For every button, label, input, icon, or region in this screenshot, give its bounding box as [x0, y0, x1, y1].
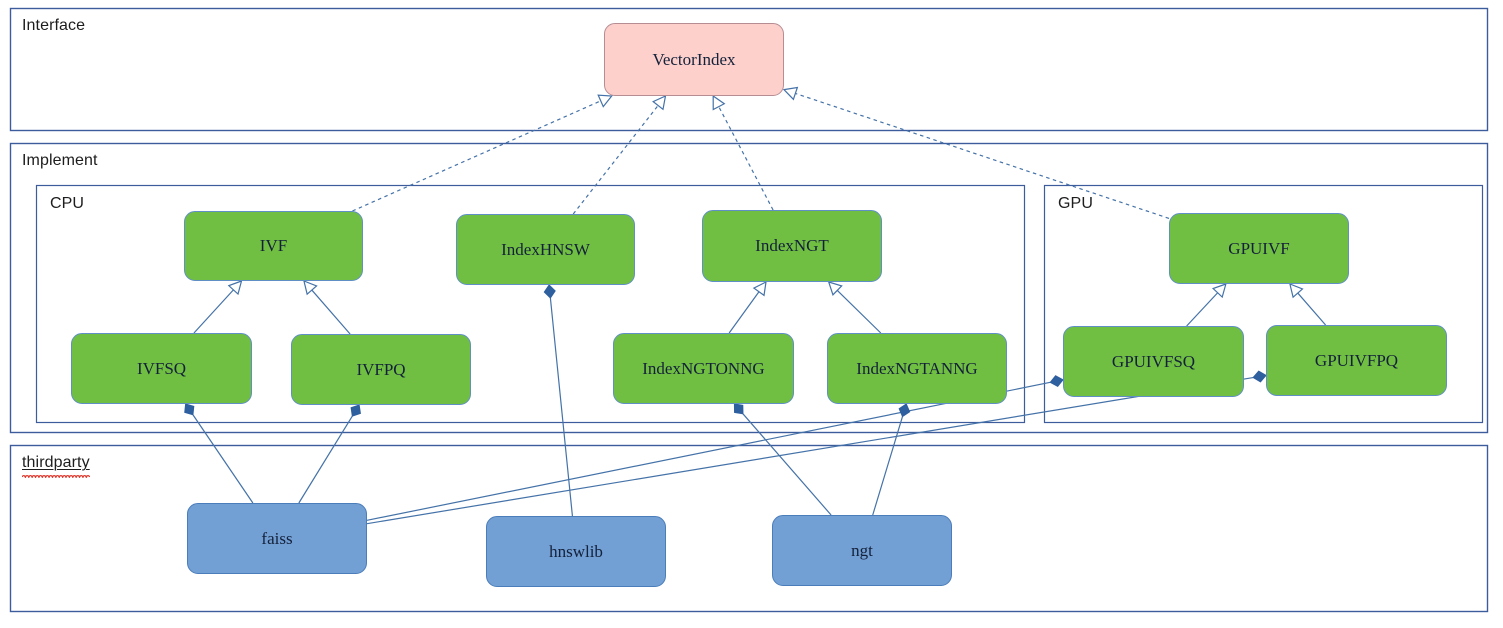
edge-indexngtonng-to-indexngt	[728, 280, 767, 334]
composition-diamond-marker	[1049, 375, 1064, 388]
composition-diamond-marker	[733, 403, 744, 415]
edge-faiss-to-gpuivfsq	[366, 375, 1064, 521]
inheritance-triangle-marker	[827, 281, 843, 296]
edge-ivfsq-to-ivf	[193, 280, 243, 334]
edge-gpuivfpq-to-gpuivf	[1289, 283, 1327, 326]
edge-line	[366, 381, 1051, 521]
inheritance-triangle-marker	[1211, 283, 1227, 299]
edge-line	[836, 289, 882, 334]
inheritance-triangle-marker	[712, 94, 726, 111]
edge-hnswlib-to-indexhnsw	[543, 284, 574, 517]
edge-line	[572, 105, 659, 215]
node-ngt[interactable]: ngt	[772, 515, 952, 586]
edge-indexngt-to-vectorindex	[712, 94, 774, 211]
edge-line	[718, 106, 774, 211]
edge-faiss-to-gpuivfpq	[366, 370, 1267, 525]
composition-diamond-marker	[1252, 370, 1267, 383]
inheritance-triangle-marker	[652, 94, 667, 111]
edge-line	[311, 289, 351, 335]
node-ivfpq[interactable]: IVFPQ	[291, 334, 471, 405]
edge-gpuivfsq-to-gpuivf	[1186, 283, 1227, 327]
node-label-ivfsq: IVFSQ	[136, 358, 187, 378]
edge-ngt-to-indexngtanng	[872, 403, 911, 516]
edge-ngt-to-indexngtonng	[733, 403, 832, 516]
edge-line	[366, 376, 1254, 525]
container-interface	[9, 7, 1489, 132]
inheritance-triangle-marker	[227, 280, 243, 296]
node-indexngtonng[interactable]: IndexNGTONNG	[613, 333, 794, 404]
edge-gpuivf-to-vectorindex	[782, 86, 1170, 219]
edge-line	[549, 297, 574, 517]
edge-line	[1186, 292, 1219, 327]
edge-line	[1297, 292, 1327, 326]
subcontainer-label-gpu: GPU	[1058, 195, 1093, 212]
container-implement	[9, 142, 1489, 434]
container-label-implement: Implement	[22, 152, 98, 169]
node-label-ngt: ngt	[851, 540, 873, 560]
container-thirdparty	[9, 444, 1489, 613]
node-label-indexhnsw: IndexHNSW	[501, 239, 590, 259]
edge-faiss-to-ivfpq	[298, 404, 361, 504]
node-label-ivf: IVF	[259, 236, 288, 256]
edge-line	[192, 414, 254, 504]
container-label-interface: Interface	[22, 17, 86, 34]
node-gpuivfsq[interactable]: GPUIVFSQ	[1063, 326, 1244, 397]
edge-indexngtanng-to-indexngt	[827, 281, 882, 334]
node-faiss[interactable]: faiss	[187, 503, 367, 574]
node-hnswlib[interactable]: hnswlib	[486, 516, 666, 587]
node-indexngt[interactable]: IndexNGT	[702, 210, 882, 282]
edge-faiss-to-ivfsq	[184, 403, 254, 504]
edge-ivfpq-to-ivf	[303, 280, 351, 335]
composition-diamond-marker	[543, 284, 556, 299]
inheritance-triangle-marker	[597, 94, 613, 108]
subcontainer-gpu	[1043, 184, 1484, 424]
inheritance-triangle-marker	[1289, 283, 1304, 299]
node-gpuivfpq[interactable]: GPUIVFPQ	[1266, 325, 1447, 396]
edge-line	[795, 92, 1170, 219]
inheritance-triangle-marker	[303, 280, 318, 296]
node-label-gpuivfpq: GPUIVFPQ	[1314, 350, 1399, 370]
edge-line	[352, 100, 601, 212]
edge-line	[728, 291, 760, 334]
node-gpuivf[interactable]: GPUIVF	[1169, 213, 1349, 284]
subcontainer-cpu	[35, 184, 1026, 424]
edge-line	[742, 413, 832, 516]
node-vectorindex[interactable]: VectorIndex	[604, 23, 784, 96]
node-label-hnswlib: hnswlib	[549, 541, 603, 561]
composition-diamond-marker	[898, 403, 911, 418]
node-ivfsq[interactable]: IVFSQ	[71, 333, 252, 404]
edge-line	[872, 416, 904, 516]
container-label-thirdparty: thirdparty	[22, 454, 90, 478]
node-label-gpuivf: GPUIVF	[1228, 238, 1290, 258]
edge-ivf-to-vectorindex	[352, 94, 613, 212]
edge-line	[298, 415, 353, 504]
node-indexngtanng[interactable]: IndexNGTANNG	[827, 333, 1007, 404]
composition-diamond-marker	[184, 403, 195, 416]
inheritance-triangle-marker	[782, 86, 799, 101]
node-label-gpuivfsq: GPUIVFSQ	[1111, 351, 1196, 371]
composition-diamond-marker	[350, 404, 361, 417]
edge-indexhnsw-to-vectorindex	[572, 94, 667, 215]
edge-line	[193, 289, 234, 334]
node-label-indexngtanng: IndexNGTANNG	[856, 358, 978, 378]
node-label-indexngt: IndexNGT	[755, 236, 829, 256]
node-label-ivfpq: IVFPQ	[356, 359, 406, 379]
inheritance-triangle-marker	[752, 280, 767, 297]
node-ivf[interactable]: IVF	[184, 211, 363, 281]
node-label-faiss: faiss	[261, 528, 293, 548]
subcontainer-label-cpu: CPU	[50, 195, 85, 212]
node-label-indexngtonng: IndexNGTONNG	[642, 358, 765, 378]
node-indexhnsw[interactable]: IndexHNSW	[456, 214, 635, 285]
node-label-vectorindex: VectorIndex	[652, 49, 736, 69]
